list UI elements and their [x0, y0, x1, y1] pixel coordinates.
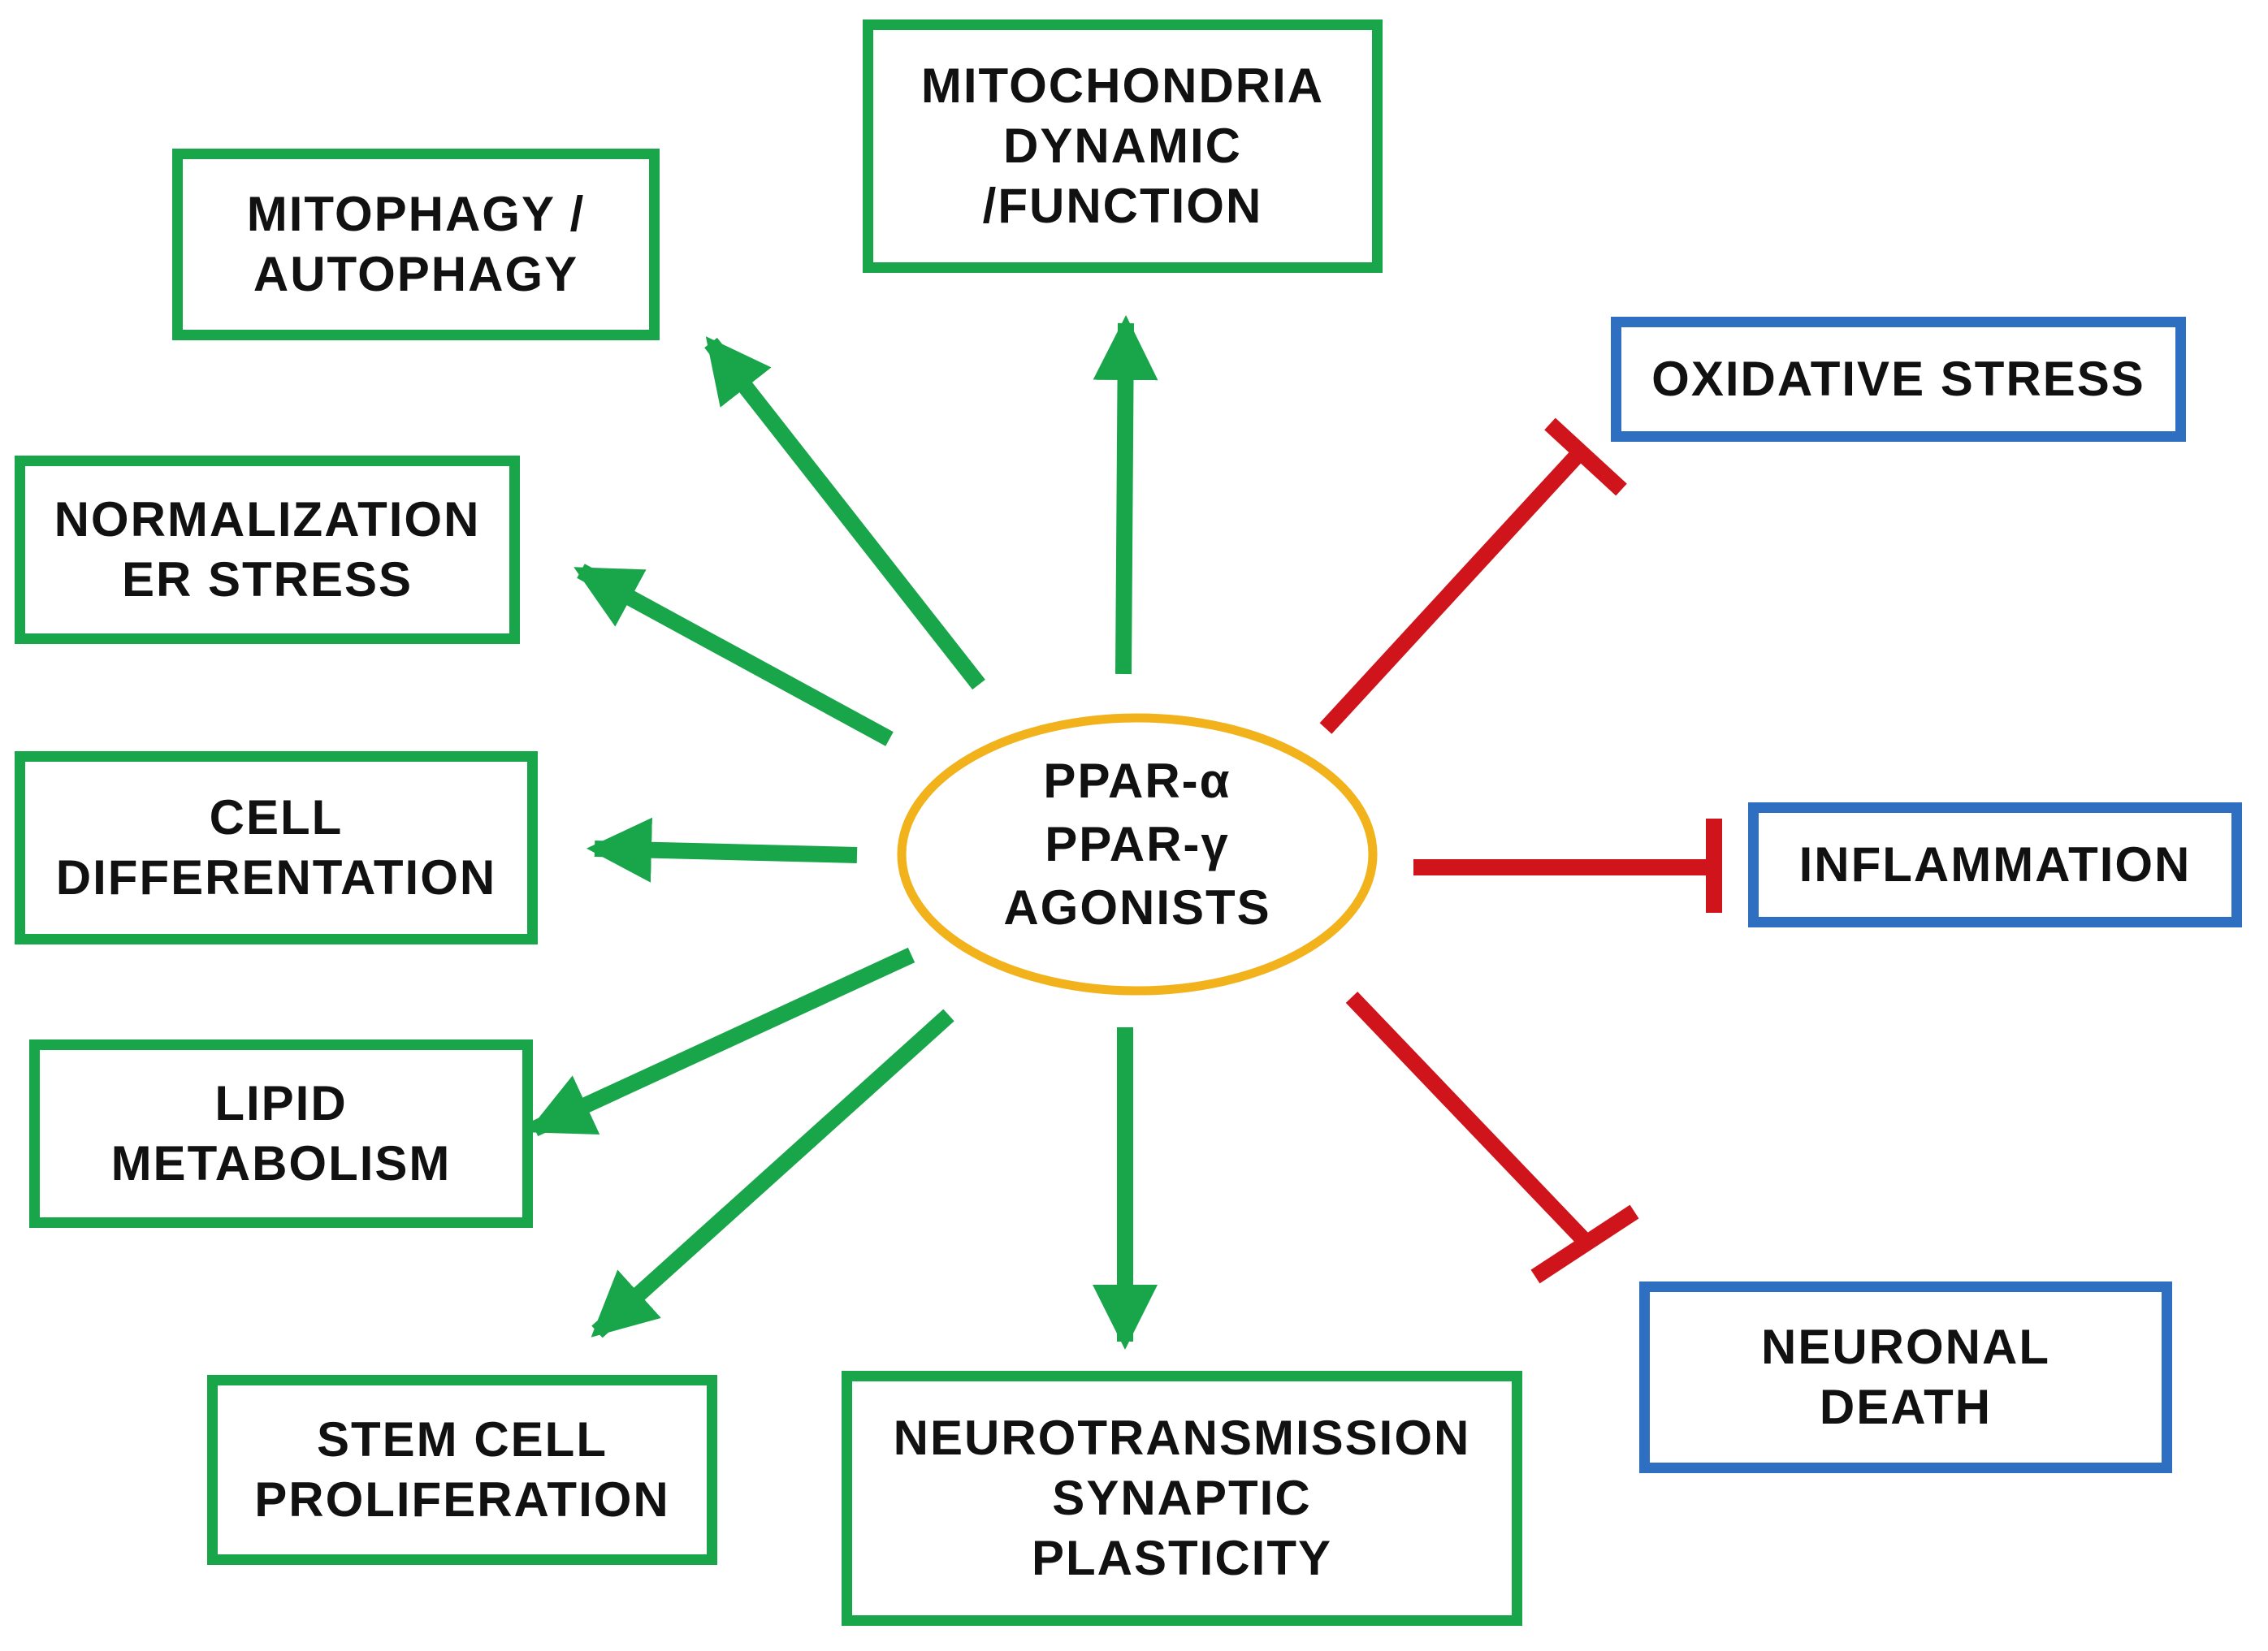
arrow-to-er-stress: [573, 564, 894, 746]
inhibition-line-neuronal-death: [1345, 992, 1591, 1246]
arrow-to-stem-cell: [591, 1009, 954, 1338]
center-label: PPAR-α PPAR-γ AGONISTS: [1003, 754, 1271, 935]
center-ellipse: [897, 713, 1378, 996]
inhibition-line-oxidative-stress: [1319, 446, 1587, 734]
arrow-to-mitochondria: [1093, 315, 1158, 675]
box-stem-cell-proliferation: STEM CELL PROLIFERATION: [207, 1375, 717, 1565]
box-oxidative-stress: OXIDATIVE STRESS: [1611, 317, 2186, 442]
arrow-to-mitophagy: [704, 336, 985, 690]
box-cell-differentiation: CELL DIFFERENTATION: [15, 751, 538, 944]
arrow-to-cell-differentiation: [586, 817, 858, 883]
arrow-to-lipid-metabolism: [526, 947, 915, 1137]
box-mitochondria-dynamic-function: MITOCHONDRIA DYNAMIC /FUNCTION: [863, 19, 1383, 273]
inhibition-bar-oxidative-stress: [1544, 417, 1627, 496]
box-neuronal-death: NEURONAL DEATH: [1639, 1281, 2172, 1473]
inhibition-bar-neuronal-death: [1530, 1204, 1639, 1284]
box-inflammation: INFLAMMATION: [1748, 802, 2242, 927]
box-lipid-metabolism: LIPID METABOLISM: [29, 1039, 533, 1228]
box-neurotransmission-synaptic-plasticity: NEUROTRANSMISSION SYNAPTIC PLASTICITY: [842, 1371, 1522, 1626]
box-mitophagy-autophagy: MITOPHAGY / AUTOPHAGY: [172, 149, 660, 340]
box-normalization-er-stress: NORMALIZATION ER STRESS: [15, 456, 520, 644]
